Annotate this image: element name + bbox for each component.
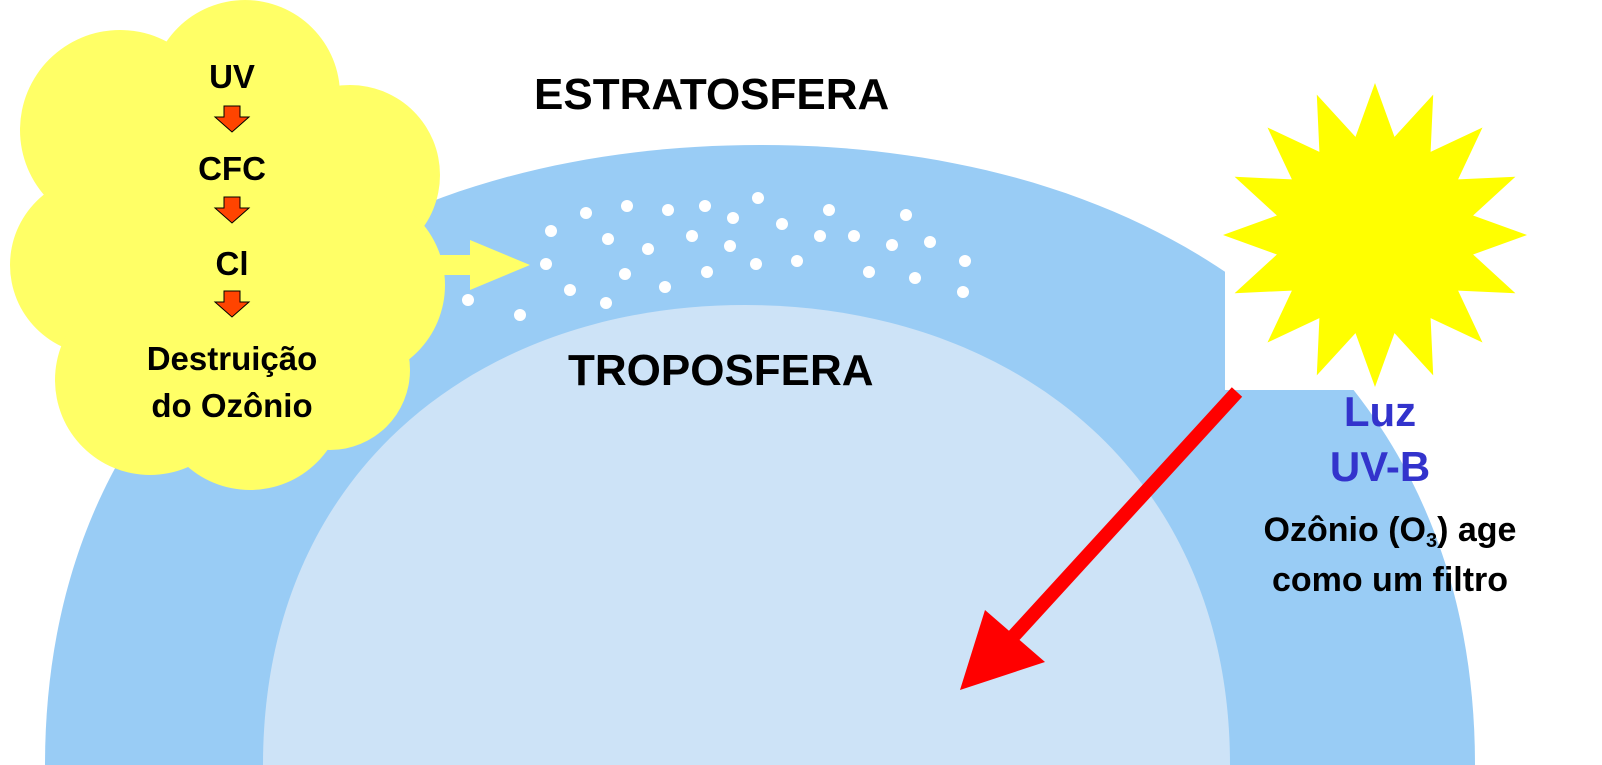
ozone-dot xyxy=(814,230,826,242)
cloud-result-line1: Destruição xyxy=(112,340,352,378)
ozone-filter-prefix: Ozônio (O xyxy=(1264,511,1426,549)
ozone-filter-line2: como um filtro xyxy=(1195,558,1585,602)
cloud-result-line2: do Ozônio xyxy=(112,387,352,425)
ozone-dot xyxy=(602,233,614,245)
ozone-dot xyxy=(580,207,592,219)
ozone-dot xyxy=(564,284,576,296)
ozone-dot xyxy=(659,281,671,293)
ozone-dot xyxy=(909,272,921,284)
ozone-dot xyxy=(957,286,969,298)
ozone-dot xyxy=(848,230,860,242)
ozone-dot xyxy=(462,294,474,306)
troposphere-label: TROPOSFERA xyxy=(568,346,874,396)
ozone-dot xyxy=(699,200,711,212)
cloud-step-cfc: CFC xyxy=(182,150,282,188)
ozone-filter-line1: Ozônio (O3) age xyxy=(1195,508,1585,563)
ozone-dot xyxy=(642,243,654,255)
ozone-dot xyxy=(863,266,875,278)
ozone-dot xyxy=(750,258,762,270)
ozone-dot xyxy=(959,255,971,267)
uvb-light-line2: UV-B xyxy=(1290,443,1470,491)
ozone-dot xyxy=(900,209,912,221)
ozone-dot xyxy=(545,225,557,237)
uvb-light-line1: Luz xyxy=(1290,388,1470,436)
stratosphere-label: ESTRATOSFERA xyxy=(534,70,889,120)
ozone-dot xyxy=(924,236,936,248)
ozone-dot xyxy=(540,258,552,270)
ozone-dot xyxy=(619,268,631,280)
ozone-dot xyxy=(727,212,739,224)
ozone-filter-subscript: 3 xyxy=(1426,530,1437,552)
ozone-dot xyxy=(701,266,713,278)
cloud-step-uv: UV xyxy=(182,58,282,96)
ozone-filter-suffix: ) age xyxy=(1437,511,1516,549)
ozone-dot xyxy=(752,192,764,204)
ozone-dot xyxy=(776,218,788,230)
ozone-dot xyxy=(724,240,736,252)
ozone-dot xyxy=(686,230,698,242)
ozone-dot xyxy=(600,297,612,309)
ozone-dot xyxy=(514,309,526,321)
sun-icon xyxy=(1223,83,1527,387)
ozone-dot xyxy=(621,200,633,212)
ozone-dot xyxy=(662,204,674,216)
cloud-step-cl: Cl xyxy=(182,245,282,283)
ozone-dot xyxy=(823,204,835,216)
ozone-dot xyxy=(791,255,803,267)
ozone-dot xyxy=(886,239,898,251)
